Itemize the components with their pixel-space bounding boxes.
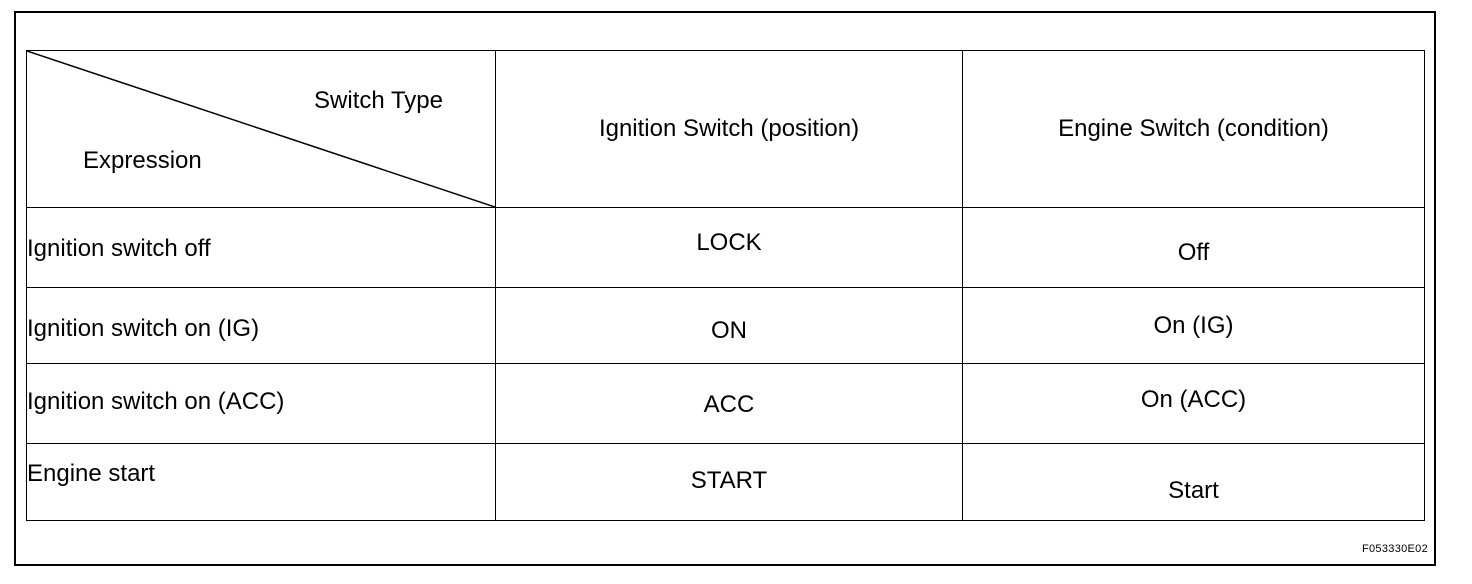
figure-frame <box>14 11 1436 566</box>
diagonal-line <box>27 51 495 207</box>
row-ignition-cell: ACC <box>495 363 963 444</box>
row-ignition-value: LOCK <box>696 229 762 256</box>
row-engine-cell: On (ACC) <box>962 363 1425 444</box>
row-expression-cell: Engine start <box>26 443 496 521</box>
header-ignition-switch: Ignition Switch (position) <box>495 50 963 208</box>
row-ignition-value: ACC <box>703 391 755 418</box>
header-engine-switch: Engine Switch (condition) <box>962 50 1425 208</box>
row-engine-value: Start <box>1168 477 1219 504</box>
table-row: Ignition switch on (ACC) ACC On (ACC) <box>26 363 1425 444</box>
row-engine-cell: Off <box>962 207 1425 288</box>
row-engine-cell: Start <box>962 443 1425 521</box>
table-header-row: Switch Type Expression Ignition Switch (… <box>26 50 1425 208</box>
row-expression-cell: Ignition switch on (ACC) <box>26 363 496 444</box>
table-row: Ignition switch off LOCK Off <box>26 207 1425 288</box>
row-engine-value: On (ACC) <box>1140 386 1247 413</box>
row-engine-value: Off <box>1177 239 1210 266</box>
row-expression: Engine start <box>27 460 156 487</box>
row-expression: Ignition switch on (IG) <box>27 315 260 342</box>
row-ignition-cell: ON <box>495 287 963 364</box>
row-ignition-value: START <box>690 467 768 494</box>
row-ignition-value: ON <box>711 317 747 344</box>
row-ignition-cell: START <box>495 443 963 521</box>
header-switch-type: Switch Type <box>314 87 443 114</box>
row-expression: Ignition switch off <box>27 235 211 262</box>
header-expression: Expression <box>83 147 202 174</box>
figure-id: F053330E02 <box>1362 543 1428 555</box>
switch-expression-table: Switch Type Expression Ignition Switch (… <box>26 50 1425 521</box>
row-ignition-cell: LOCK <box>495 207 963 288</box>
row-expression-cell: Ignition switch off <box>26 207 496 288</box>
row-engine-value: On (IG) <box>1153 312 1234 339</box>
row-expression-cell: Ignition switch on (IG) <box>26 287 496 364</box>
table-row: Ignition switch on (IG) ON On (IG) <box>26 287 1425 364</box>
table-row: Engine start START Start <box>26 443 1425 521</box>
diagonal-header-cell: Switch Type Expression <box>26 50 496 208</box>
row-engine-cell: On (IG) <box>962 287 1425 364</box>
row-expression: Ignition switch on (ACC) <box>27 388 285 415</box>
